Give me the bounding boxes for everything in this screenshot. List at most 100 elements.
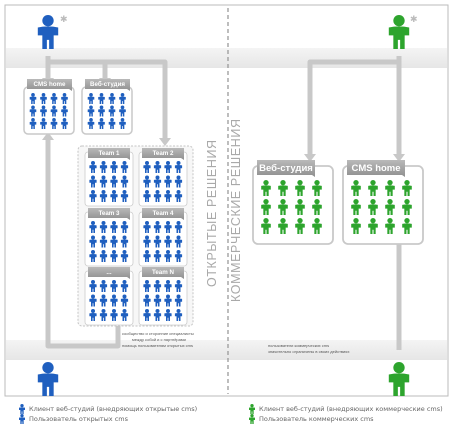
person-icon [143,280,151,292]
legend-open-client-text: Клиент веб-студий (внедряющих открытые c… [29,405,198,413]
legend-open-user: Пользователь открытых cms [18,414,128,424]
person-icon [295,218,305,234]
team-label: Team 1 [88,148,130,160]
person-icon [61,118,68,129]
person-icon [119,105,126,117]
person-icon [174,235,183,248]
bottom-band [6,340,447,360]
commercial-connectors [307,56,402,350]
person-icon [164,175,172,188]
open-note-line3: помощь пользователям открытых cms [122,343,193,348]
commercial-note-line2: значительно ограничены в своих действиях [268,349,349,354]
person-icon [143,161,151,173]
person-icon [110,190,118,202]
person-icon [89,235,97,248]
legend-commercial-client: Клиент веб-студий (внедряющих коммерческ… [248,404,443,414]
team-label: Team 2 [142,148,184,160]
person-icon [19,414,25,424]
legend-open-client: Клиент веб-студий (внедряющих открытые c… [18,404,197,414]
person-icon [120,190,129,202]
person-icon [164,161,172,173]
commercial-user-bottom [388,362,410,396]
person-icon [368,218,378,234]
person-icon [99,294,108,307]
person-icon [87,105,95,117]
person-icon [249,404,255,414]
commercial-webstudio-label-text: Веб-студия [259,163,313,174]
team-label-text: Team N [152,269,174,276]
person-icon [143,190,151,202]
person-icon [89,190,97,202]
open-client-top [37,15,59,49]
person-icon [351,218,361,234]
person-icon [120,175,129,188]
person-icon [153,221,162,233]
person-icon [385,218,395,234]
person-icon [174,161,183,173]
person-icon [174,309,183,321]
person-icon [174,175,183,188]
person-icon [174,221,183,233]
person-icon [312,218,322,234]
person-icon [312,199,322,215]
person-icon [50,93,58,104]
person-icon [89,175,97,188]
person-icon [164,235,172,248]
person-icon [153,250,162,262]
commercial-webstudio-label: Веб-студия [257,160,315,177]
person-icon [153,161,162,173]
person-icon [295,199,305,215]
open-note-line1: сообщество и сторонние специалисты [122,331,194,336]
person-icon [120,280,129,292]
person-icon [110,309,118,321]
person-icon [385,180,395,196]
commercial-note-line1: пользователи коммерческих cms [268,343,329,348]
person-icon [120,309,129,321]
person-icon [89,280,97,292]
person-icon [164,309,172,321]
team-label-text: ... [106,269,111,276]
person-icon [87,93,95,104]
team-label: Team N [142,267,184,279]
person-icon [29,105,37,117]
open-connectors [45,56,168,349]
person-icon [98,105,105,117]
commercial-cms-label: CMS home [347,160,405,177]
person-icon [385,199,395,215]
open-webstudio-label: Веб-студия [85,79,130,91]
person-icon [120,161,129,173]
commercial-section-title: КОММЕРЧЕСКИЕ РЕШЕНИЯ [229,118,243,302]
person-icon [40,93,47,104]
team-label: Team 4 [142,208,184,220]
commercial-client-top [388,15,410,49]
team-label: ... [88,267,130,279]
legend-commercial-client-text: Клиент веб-студий (внедряющих коммерческ… [259,405,443,413]
person-icon [61,105,68,117]
person-icon [143,294,151,307]
person-icon [164,280,172,292]
person-icon [120,221,129,233]
person-icon [99,190,108,202]
person-icon [153,280,162,292]
person-icon [50,105,58,117]
person-icon [402,218,412,234]
person-icon [278,218,288,234]
team-label-text: Team 2 [153,150,174,157]
person-icon [99,250,108,262]
person-icon [120,250,129,262]
open-webstudio-label-text: Веб-студия [90,81,125,88]
person-icon [295,180,305,196]
person-icon [120,235,129,248]
person-icon [89,309,97,321]
person-icon [108,105,116,117]
person-icon [153,190,162,202]
legend-open-user-text: Пользователь открытых cms [29,415,129,423]
person-icon [99,161,108,173]
person-icon [153,175,162,188]
person-icon [174,280,183,292]
person-icon [110,294,118,307]
person-icon [19,404,25,414]
person-icon [143,250,151,262]
team-label-text: Team 3 [99,210,120,217]
person-icon [153,309,162,321]
